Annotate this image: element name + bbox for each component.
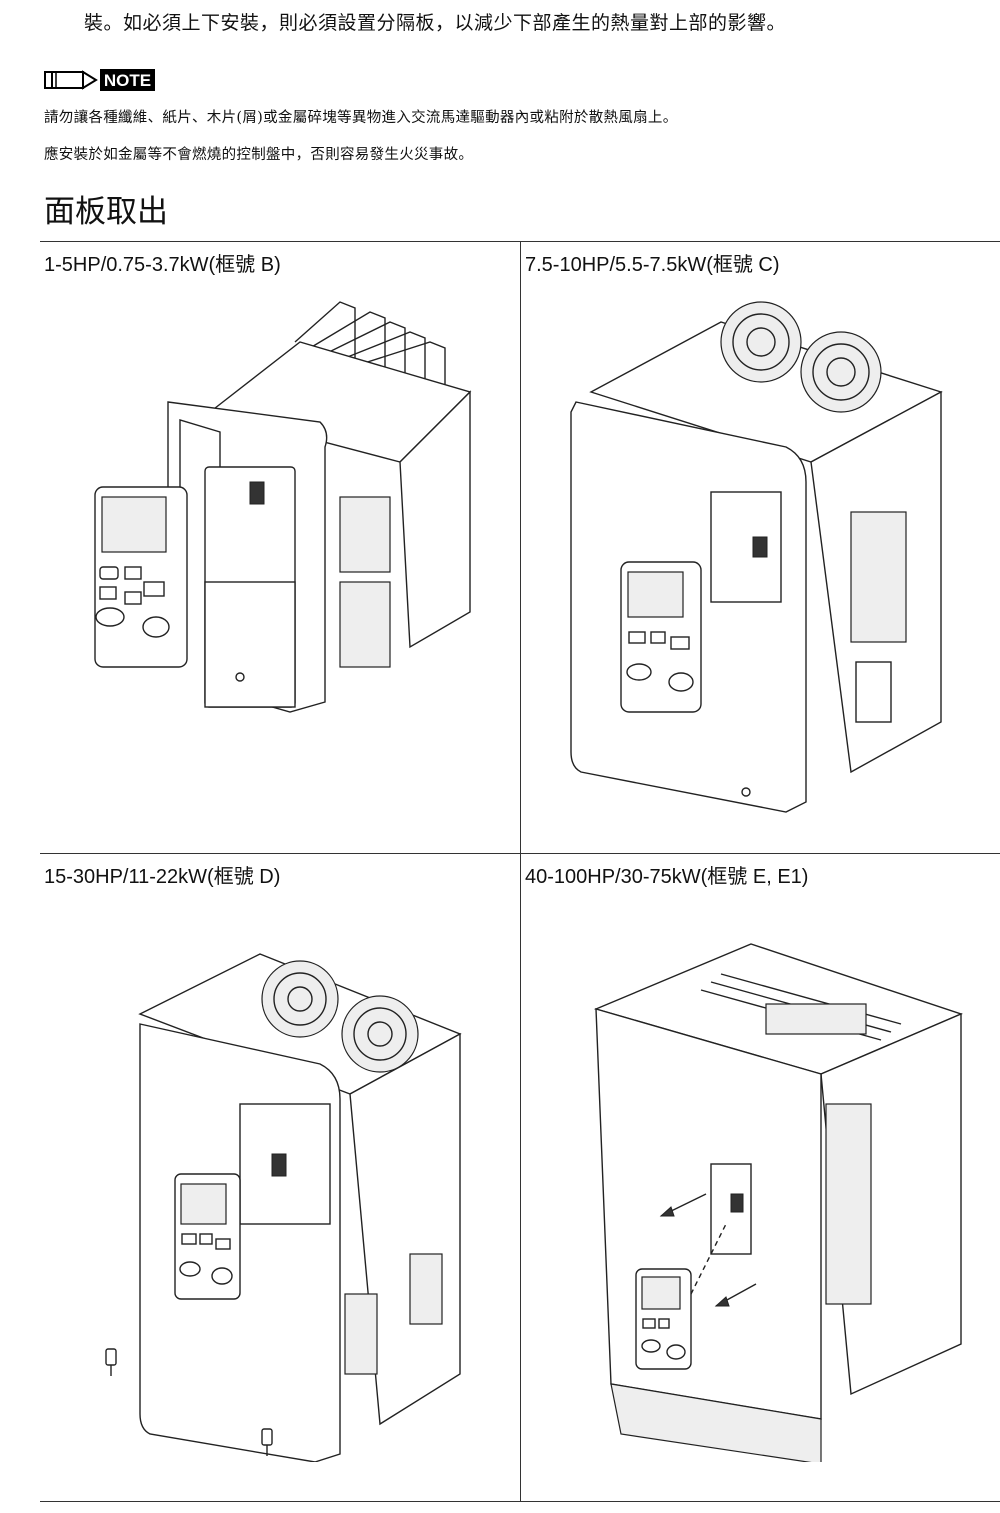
arrow-left-icon [659, 1193, 707, 1217]
grid-divider-vertical [520, 242, 521, 1501]
panel-label: 40-100HP/30-75kW(框號 E, E1) [525, 866, 809, 888]
drive-illustration-frame-b [94, 301, 472, 713]
cover-screw [235, 672, 245, 682]
panel-frame-d: 15-30HP/11-22kW(框號 D) [40, 854, 520, 1465]
keypad-connector [730, 1193, 744, 1213]
cooling-fan [720, 301, 802, 383]
cooling-fan [341, 995, 419, 1073]
keypad-connector [249, 481, 265, 505]
note-line-2: 應安裝於如金屬等不會燃燒的控制盤中，否則容易發生火災事故。 [44, 147, 474, 163]
removal-guide-line [690, 1223, 727, 1295]
side-vent [825, 1103, 872, 1305]
panel-frame-e: 40-100HP/30-75kW(框號 E, E1) [521, 854, 1000, 1465]
note-line-1: 請勿讓各種纖維、紙片、木片(屑)或金屬碎塊等異物進入交流馬達驅動器內或粘附於散熱… [44, 110, 678, 126]
keypad-detached [635, 1268, 692, 1370]
drive-base [610, 1383, 822, 1462]
lower-cover [204, 581, 296, 708]
vent-slots [700, 973, 902, 1041]
section-title: 面板取出 [44, 194, 168, 230]
keypad-connector [752, 536, 768, 558]
panel-grid: 1-5HP/0.75-3.7kW(框號 B) [40, 241, 1000, 1502]
screw-icon [105, 1348, 117, 1376]
intro-line: 裝。如必須上下安裝，則必須設置分隔板，以減少下部產生的熱量對上部的影響。 [84, 12, 787, 34]
keypad-connector [271, 1153, 287, 1177]
keypad-installed [174, 1173, 241, 1300]
grid-divider-horizontal [40, 853, 1000, 854]
drive-side [399, 390, 471, 649]
vent-slots [850, 511, 907, 723]
keypad-installed [620, 561, 702, 713]
cover-screw [741, 787, 751, 797]
cooling-fan [800, 331, 882, 413]
drive-illustration-frame-d [105, 953, 462, 1462]
note-pencil-icon: NOTE [44, 69, 155, 91]
panel-label: 7.5-10HP/5.5-7.5kW(框號 C) [525, 254, 780, 276]
panel-label: 15-30HP/11-22kW(框號 D) [44, 866, 281, 888]
keypad-bay [710, 491, 782, 603]
keypad-detached [94, 486, 188, 668]
vent-slots [339, 496, 391, 668]
panel-frame-b: 1-5HP/0.75-3.7kW(框號 B) [40, 242, 520, 853]
cooling-fan [261, 960, 339, 1038]
screw-icon [261, 1428, 273, 1456]
drive-front-frame [595, 1008, 822, 1420]
drive-illustration-frame-e [593, 943, 963, 1462]
drive-illustration-frame-c [570, 301, 943, 813]
panel-frame-c: 7.5-10HP/5.5-7.5kW(框號 C) [521, 242, 1000, 853]
note-badge: NOTE [104, 71, 151, 90]
panel-label: 1-5HP/0.75-3.7kW(框號 B) [44, 254, 281, 276]
vent-slots [344, 1253, 443, 1375]
arrow-left-icon [714, 1283, 757, 1307]
